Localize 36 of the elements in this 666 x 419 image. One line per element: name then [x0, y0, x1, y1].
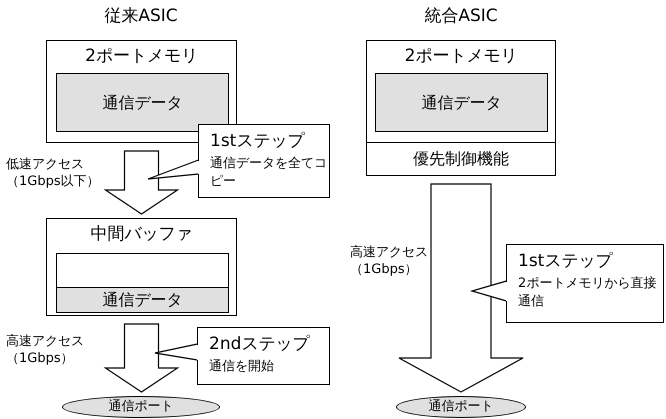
step-text: 2ポートメモリから直接通信: [518, 275, 658, 311]
step-text: 通信を開始: [209, 358, 274, 376]
step-title: 1stステップ: [518, 250, 612, 273]
callout-box: [506, 244, 664, 323]
step-title: 1stステップ: [210, 130, 304, 153]
node-label: 中間バッファ: [90, 223, 192, 246]
step-text: 通信データを全てコピー: [210, 155, 328, 191]
node-label: 2ポートメモリ: [404, 45, 518, 68]
edge-label: 低速アクセス（1Gbps以下）: [6, 156, 101, 190]
node-label: 通信ポート: [108, 398, 174, 416]
empty-box: [56, 253, 229, 313]
edge-label: 高速アクセス（1Gbps）: [6, 333, 85, 367]
node-label: 通信データ: [422, 92, 502, 114]
callout-pointer: [470, 280, 508, 302]
memory-box: [46, 218, 237, 316]
node-label: 通信ポート: [428, 398, 494, 416]
block-arrow: [398, 183, 524, 393]
column-title: 統合ASIC: [424, 5, 498, 28]
block-arrow: [104, 150, 180, 215]
data-band: [57, 287, 228, 312]
callout-box: [198, 124, 330, 198]
callout-pointer: [154, 343, 198, 361]
block-arrow: [104, 323, 180, 393]
callout-box: [197, 327, 330, 385]
function-box: [366, 142, 556, 176]
column-title: 従来ASIC: [104, 5, 178, 28]
data-area: [56, 73, 229, 132]
edge-label: 高速アクセス（1Gbps）: [350, 244, 429, 278]
step-title: 2ndステップ: [209, 333, 310, 356]
callout-pointer: [147, 159, 200, 180]
node-label: 2ポートメモリ: [85, 45, 198, 68]
node-label: 通信データ: [102, 92, 182, 114]
memory-box: [366, 40, 556, 143]
node-label: 優先制御機能: [413, 148, 509, 170]
node-label: 通信データ: [102, 291, 182, 309]
data-area: [375, 73, 548, 132]
